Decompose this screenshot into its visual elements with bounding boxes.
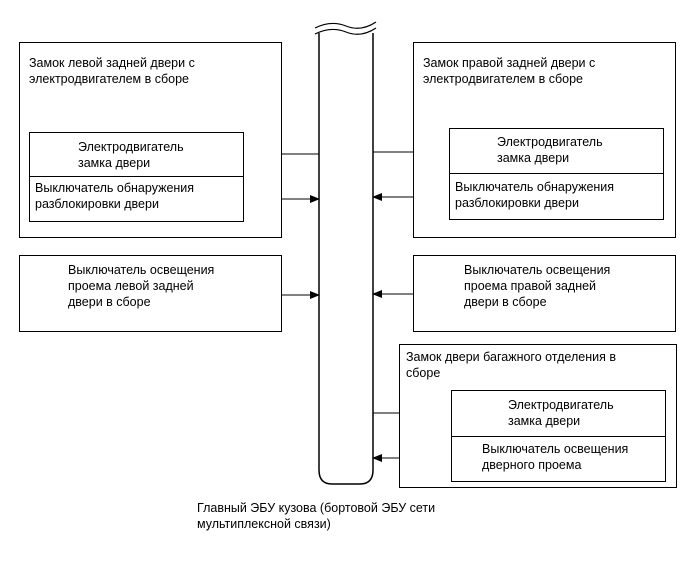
ecu-column	[314, 21, 377, 485]
right-motor-label: Электродвигатель замка двери	[497, 135, 603, 165]
right-motor-box	[449, 128, 664, 174]
left-courtesy-switch-label: Выключатель освещения проема левой задне…	[68, 263, 215, 309]
right-courtesy-switch-label: Выключатель освещения проема правой задн…	[464, 263, 611, 309]
left-unlock-switch-label: Выключатель обнаружения разблокировки дв…	[35, 181, 195, 211]
left-unlock-switch-box	[29, 176, 244, 222]
right-rear-lock-title: Замок правой задней двери с электродвига…	[423, 56, 596, 86]
trunk-motor-label: Электродвигатель замка двери	[508, 398, 614, 428]
left-motor-box	[29, 132, 244, 177]
left-courtesy-switch-box	[19, 255, 282, 332]
trunk-courtesy-switch-label: Выключатель освещения дверного проема	[482, 442, 629, 472]
left-rear-lock-title: Замок левой задней двери с электродвигат…	[29, 56, 195, 86]
trunk-courtesy-switch-box	[451, 436, 666, 482]
right-unlock-switch-box	[449, 173, 664, 220]
left-motor-label: Электродвигатель замка двери	[78, 140, 184, 170]
trunk-lock-title: Замок двери багажного отделения в сборе	[406, 350, 616, 380]
right-unlock-switch-label: Выключатель обнаружения разблокировки дв…	[455, 180, 615, 210]
ecu-label: Главный ЭБУ кузова (бортовой ЭБУ сети му…	[197, 501, 436, 531]
right-courtesy-switch-box	[413, 255, 676, 332]
